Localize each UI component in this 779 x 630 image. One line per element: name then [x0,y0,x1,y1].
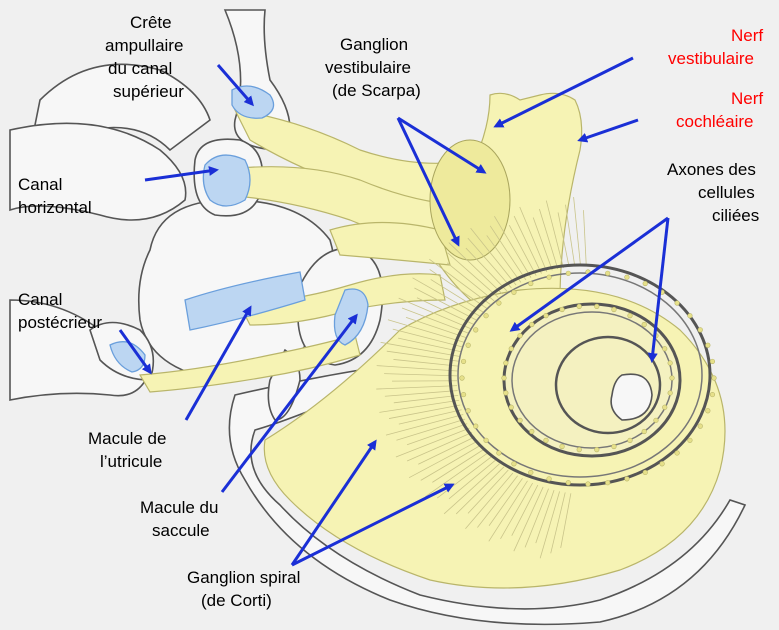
hair-cell-dot [706,343,711,348]
hair-cell-dot [484,313,489,318]
hair-cell-dot [504,361,509,366]
hair-cell-dot [566,271,571,276]
hair-cell-dot [612,307,617,312]
hair-cell-dot [560,444,565,449]
hair-cell-dot [670,376,675,381]
hair-cell-dot [628,438,633,443]
hair-cell-dot [605,480,610,485]
hair-cell-dot [654,418,659,423]
hair-cell-dot [528,281,533,286]
hair-cell-dot [518,418,523,423]
hair-cell-dot [675,301,680,306]
hair-cell-dot [662,346,667,351]
hair-cell-dot [710,359,715,364]
label-axones-2: cellules [698,183,755,202]
hair-cell-dot [466,343,471,348]
hair-cell-dot [512,290,517,295]
hair-cell-dot [712,376,717,381]
label-crete-3: du canal [108,59,172,78]
label-canal-post-1: Canal [18,290,62,309]
hair-cell-dot [529,322,534,327]
label-nerf-vest-1: Nerf [731,26,763,45]
label-nerf-coch-1: Nerf [731,89,763,108]
hair-cell-dot [688,438,693,443]
label-crete-1: Crête [130,13,172,32]
label-canal-horiz-1: Canal [18,175,62,194]
hair-cell-dot [698,424,703,429]
label-canal-horiz-2: horizontal [18,198,92,217]
hair-cell-dot [547,477,552,482]
label-macule-sac-1: Macule du [140,498,218,517]
label-ganglion-vest-2: vestibulaire [325,58,411,77]
label-crete-4: supérieur [113,82,184,101]
hair-cell-dot [512,461,517,466]
hair-cell-dot [461,359,466,364]
hair-cell-dot [504,391,509,396]
hair-cell-dot [544,313,549,318]
label-axones-3: ciliées [712,206,759,225]
label-macule-utr-1: Macule de [88,429,166,448]
hair-cell-dot [594,304,599,309]
hair-cell-dot [643,281,648,286]
hair-cell-dot [612,444,617,449]
hair-cell-dot [586,482,591,487]
hair-cell-dot [668,361,673,366]
hair-cell-dot [643,470,648,475]
label-axones-1: Axones des [667,160,756,179]
hair-cell-dot [605,271,610,276]
hair-cell-dot [497,451,502,456]
hair-cell-dot [642,429,647,434]
hair-cell-dot [625,477,630,482]
hair-cell-dot [660,461,665,466]
hair-cell-dot [547,275,552,280]
hair-cell-dot [710,392,715,397]
hair-cell-dot [529,429,534,434]
hair-cell-dot [698,328,703,333]
label-nerf-coch-2: cochléaire [676,112,754,131]
label-macule-sac-2: saccule [152,521,210,540]
hair-cell-dot [544,438,549,443]
label-ganglion-vest-1: Ganglion [340,35,408,54]
hair-cell-dot [560,307,565,312]
hair-cell-dot [642,322,647,327]
hair-cell-dot [566,480,571,485]
label-ganglion-vest-3: (de Scarpa) [332,81,421,100]
label-ganglion-spiral-2: (de Corti) [201,591,272,610]
hair-cell-dot [509,346,514,351]
label-macule-utr-2: l’utricule [100,452,162,471]
hair-cell-dot [497,301,502,306]
hair-cell-dot [662,405,667,410]
hair-cell-dot [466,408,471,413]
hair-cell-dot [460,376,465,381]
hair-cell-dot [518,333,523,338]
hair-cell-dot [706,408,711,413]
hair-cell-dot [473,328,478,333]
hair-cell-dot [594,447,599,452]
label-nerf-vest-2: vestibulaire [668,49,754,68]
hair-cell-dot [461,392,466,397]
label-crete-2: ampullaire [105,36,183,55]
hair-cell-dot [528,470,533,475]
hair-cell-dot [577,304,582,309]
hair-cell-dot [625,275,630,280]
label-canal-post-2: postécrieur [18,313,102,332]
hair-cell-dot [577,447,582,452]
hair-cell-dot [675,451,680,456]
hair-cell-dot [509,405,514,410]
label-ganglion-spiral-1: Ganglion spiral [187,568,300,587]
crista-horizontal [203,155,250,206]
hair-cell-dot [668,391,673,396]
hair-cell-dot [502,376,507,381]
hair-cell-dot [688,313,693,318]
hair-cell-dot [473,424,478,429]
hair-cell-dot [628,313,633,318]
hair-cell-dot [484,438,489,443]
